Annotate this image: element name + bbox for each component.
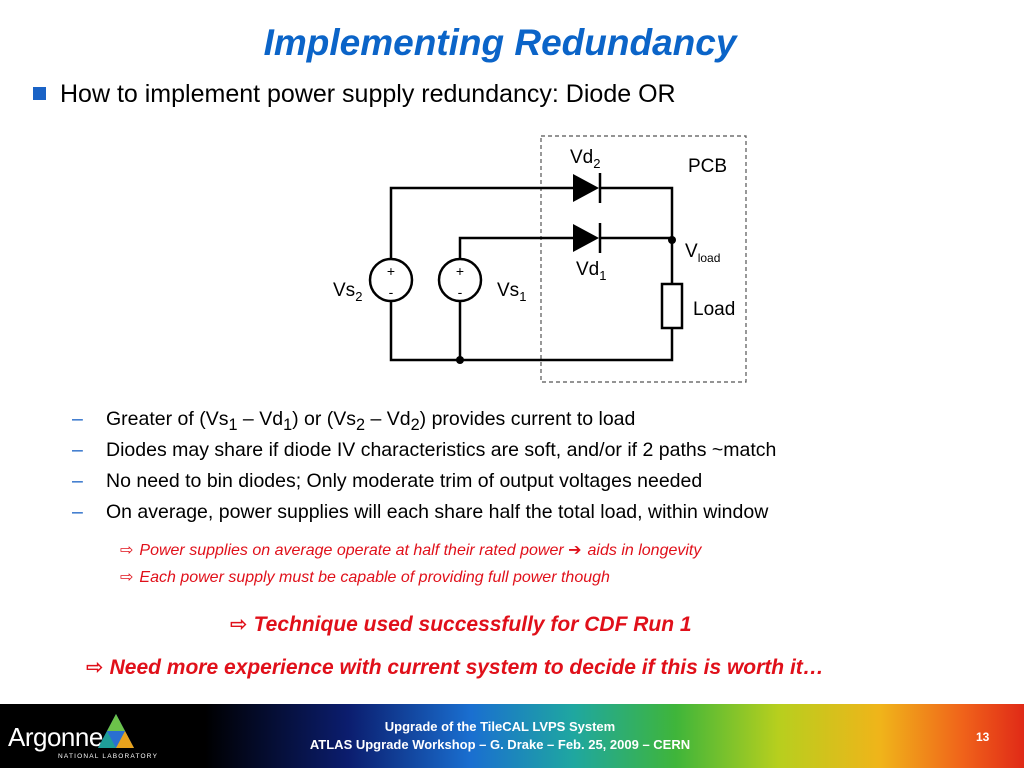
hollow-right-arrow-icon: ⇨: [86, 656, 104, 679]
note-list: ⇨Power supplies on average operate at ha…: [120, 540, 701, 594]
svg-text:+: +: [456, 263, 464, 279]
circuit-wires: [389, 186, 674, 362]
footer-caption: Upgrade of the TileCAL LVPS System ATLAS…: [250, 718, 750, 754]
footer-line-1: Upgrade of the TileCAL LVPS System: [384, 719, 616, 734]
svg-text:+: +: [387, 263, 395, 279]
junction-dot: [456, 356, 464, 364]
diode-or-circuit-diagram: + - + - Vd2 PCB Vload Vd1 Vs2 Vs1 Load: [333, 135, 747, 383]
svg-text:-: -: [458, 284, 463, 300]
diode-vd1: [573, 223, 602, 253]
pcb-boundary: [540, 135, 747, 383]
voltage-source-vs2: + -: [368, 257, 414, 303]
dash-bullet-icon: –: [72, 408, 83, 430]
svg-text:-: -: [389, 284, 394, 300]
main-bullet-text: How to implement power supply redundancy…: [60, 80, 676, 108]
dash-bullet-icon: –: [72, 501, 83, 523]
label-load: Load: [693, 299, 735, 320]
sub-bullet-item: –Greater of (Vs1 – Vd1) or (Vs2 – Vd2) p…: [72, 408, 636, 434]
diode-vd2: [573, 173, 602, 203]
footer-line-2: ATLAS Upgrade Workshop – G. Drake – Feb.…: [309, 737, 691, 752]
note-item: ⇨Power supplies on average operate at ha…: [120, 542, 702, 559]
main-bullet: How to implement power supply redundancy…: [33, 80, 676, 109]
hollow-right-arrow-icon: ⇨: [120, 569, 134, 586]
label-vd1: Vd1: [576, 259, 606, 283]
dash-bullet-icon: –: [72, 470, 83, 492]
footer-bar: Argonne NATIONAL LABORATORY Upgrade of t…: [0, 704, 1024, 768]
slide-title: Implementing Redundancy: [263, 22, 737, 63]
conclusion-1: ⇨Technique used successfully for CDF Run…: [230, 613, 692, 636]
voltage-source-vs1: + -: [437, 257, 483, 303]
square-bullet-icon: [33, 87, 46, 100]
label-vs2: Vs2: [333, 280, 362, 304]
label-vs1: Vs1: [497, 280, 526, 304]
dash-bullet-icon: –: [72, 439, 83, 461]
label-vload: Vload: [685, 241, 720, 265]
argonne-logo-subtitle: NATIONAL LABORATORY: [58, 753, 159, 760]
argonne-triangle-logo-icon: [98, 714, 134, 748]
hollow-right-arrow-icon: ⇨: [120, 542, 134, 559]
junction-dot: [668, 236, 676, 244]
conclusion-2: ⇨Need more experience with current syste…: [86, 656, 824, 679]
hollow-right-arrow-icon: ⇨: [230, 613, 248, 636]
note-item: ⇨Each power supply must be capable of pr…: [120, 569, 610, 586]
solid-right-arrow-icon: ➔: [568, 542, 582, 559]
label-pcb: PCB: [688, 156, 727, 177]
label-vd2: Vd2: [570, 147, 600, 171]
sub-bullet-item: –On average, power supplies will each sh…: [72, 501, 769, 523]
load-resistor: [660, 282, 684, 330]
sub-bullet-list: –Greater of (Vs1 – Vd1) or (Vs2 – Vd2) p…: [72, 408, 776, 532]
page-number: 13: [976, 730, 990, 744]
sub-bullet-item: –No need to bin diodes; Only moderate tr…: [72, 470, 703, 492]
argonne-logo-text: Argonne: [8, 722, 103, 752]
sub-bullet-item: –Diodes may share if diode IV characteri…: [72, 439, 777, 461]
